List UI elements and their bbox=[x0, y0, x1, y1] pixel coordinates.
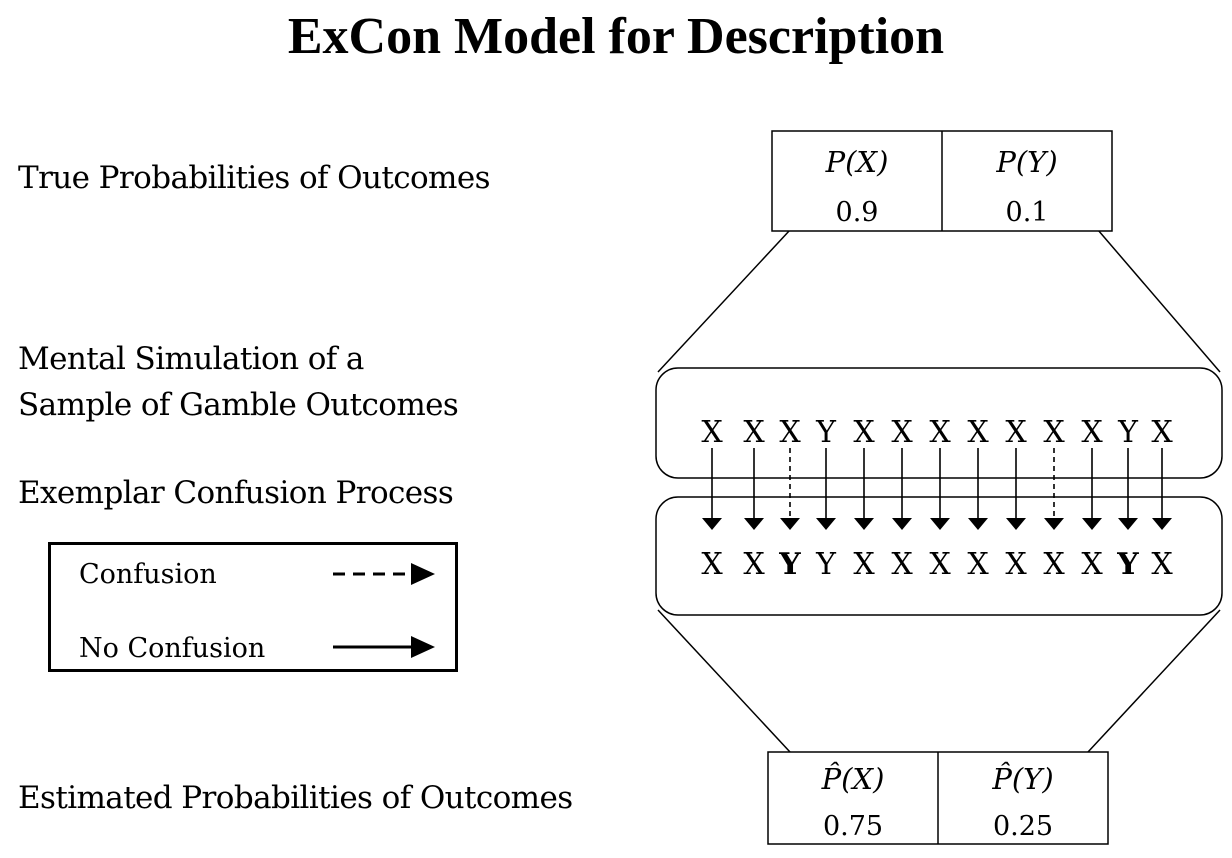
page-title: ExCon Model for Description bbox=[287, 8, 945, 65]
confused-outcome: Y bbox=[1116, 547, 1139, 582]
estimated-value-px: 0.75 bbox=[823, 811, 883, 842]
sample-outcome: X bbox=[853, 415, 875, 450]
confused-outcome: X bbox=[1151, 547, 1173, 582]
mental-simulation-line1: Mental Simulation of a bbox=[18, 341, 364, 377]
confused-outcome: X bbox=[701, 547, 723, 582]
exemplar-confusion-label: Exemplar Confusion Process bbox=[18, 475, 454, 511]
estimated-value-py: 0.25 bbox=[993, 811, 1053, 842]
true-value-px: 0.9 bbox=[836, 197, 879, 228]
sample-box bbox=[655, 367, 1223, 479]
mental-simulation-line2: Sample of Gamble Outcomes bbox=[18, 387, 459, 423]
sample-outcome: X bbox=[743, 415, 765, 450]
confused-outcome: Y bbox=[815, 547, 837, 582]
sample-outcome: Y bbox=[1117, 415, 1139, 450]
estimated-probabilities-label: Estimated Probabilities of Outcomes bbox=[18, 780, 573, 816]
arrowhead bbox=[1082, 518, 1102, 530]
estimated-header-px: P̂(X) bbox=[821, 762, 885, 796]
legend-confusion-label: Confusion bbox=[79, 559, 217, 590]
arrowhead bbox=[854, 518, 874, 530]
solid-arrow-icon bbox=[333, 636, 435, 658]
confused-outcome: X bbox=[1043, 547, 1065, 582]
sample-outcome: Y bbox=[815, 415, 837, 450]
arrowhead bbox=[1044, 518, 1064, 530]
dashed-arrow-icon bbox=[333, 563, 435, 585]
confused-outcome: X bbox=[743, 547, 765, 582]
confusion-box bbox=[655, 496, 1223, 616]
sample-outcome: X bbox=[779, 415, 801, 450]
arrowhead bbox=[930, 518, 950, 530]
arrowhead bbox=[968, 518, 988, 530]
confused-outcome: X bbox=[1081, 547, 1103, 582]
true-value-py: 0.1 bbox=[1006, 197, 1049, 228]
sample-outcome: X bbox=[929, 415, 951, 450]
estimated-probabilities-table: P̂(X) P̂(Y) 0.75 0.25 bbox=[767, 751, 1109, 845]
funnel-line bbox=[1097, 229, 1221, 373]
arrowhead bbox=[780, 518, 800, 530]
sample-outcome: X bbox=[1043, 415, 1065, 450]
confused-outcome: Y bbox=[778, 547, 801, 582]
funnel-line bbox=[1087, 609, 1221, 753]
funnel-line bbox=[657, 609, 791, 753]
arrowhead bbox=[1152, 518, 1172, 530]
sample-outcome: X bbox=[891, 415, 913, 450]
confused-outcome: X bbox=[967, 547, 989, 582]
true-header-px: P(X) bbox=[825, 145, 889, 179]
sample-outcome: X bbox=[967, 415, 989, 450]
sample-outcome: X bbox=[1151, 415, 1173, 450]
arrowhead bbox=[744, 518, 764, 530]
arrowhead bbox=[892, 518, 912, 530]
arrowhead bbox=[702, 518, 722, 530]
legend-no-confusion-label: No Confusion bbox=[79, 633, 266, 664]
mental-simulation-label: Mental Simulation of a Sample of Gamble … bbox=[18, 336, 459, 428]
sample-outcome: X bbox=[1081, 415, 1103, 450]
legend-box: Confusion No Confusion bbox=[48, 542, 458, 672]
arrowhead bbox=[1006, 518, 1026, 530]
sample-outcome: X bbox=[701, 415, 723, 450]
confused-outcome: X bbox=[929, 547, 951, 582]
arrowhead bbox=[1118, 518, 1138, 530]
true-header-py: P(Y) bbox=[995, 145, 1057, 179]
confused-outcome: X bbox=[853, 547, 875, 582]
true-probabilities-table: P(X) P(Y) 0.9 0.1 bbox=[771, 130, 1113, 232]
estimated-header-py: P̂(Y) bbox=[991, 762, 1053, 796]
arrowhead bbox=[816, 518, 836, 530]
true-probabilities-label: True Probabilities of Outcomes bbox=[18, 160, 491, 196]
confused-outcome: X bbox=[1005, 547, 1027, 582]
funnel-line bbox=[657, 229, 791, 373]
sample-outcome: X bbox=[1005, 415, 1027, 450]
confused-outcome: X bbox=[891, 547, 913, 582]
